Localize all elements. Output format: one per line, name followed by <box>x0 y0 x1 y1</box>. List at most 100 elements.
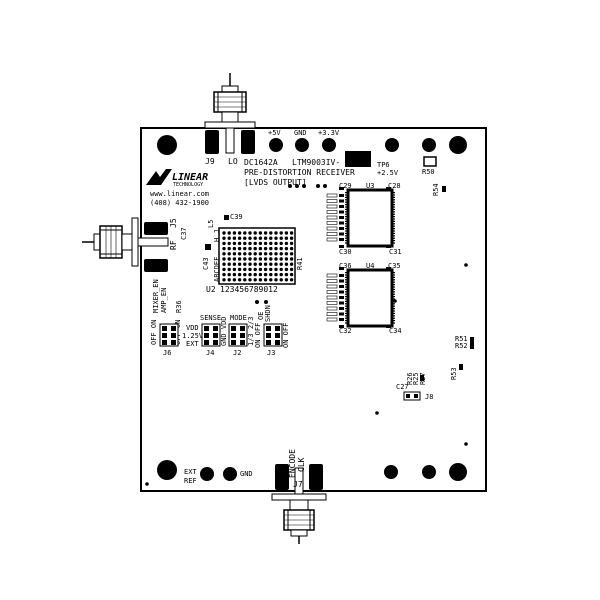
bga-ball <box>263 252 268 256</box>
r26-label: R26 <box>406 372 414 385</box>
bga-ball <box>227 236 231 240</box>
j3-jumper[interactable] <box>263 323 283 347</box>
chip-pin <box>345 240 348 242</box>
encode-clk-sma-connector[interactable] <box>271 464 327 544</box>
bga-ball <box>237 262 242 266</box>
turret-ext-ref[interactable] <box>200 467 214 481</box>
bga-ball <box>289 252 294 256</box>
resistor-pad <box>339 296 344 299</box>
resistor-pad <box>326 290 338 294</box>
bga-ball <box>289 267 294 272</box>
bga-ball <box>237 272 242 277</box>
bga-ball <box>243 278 247 282</box>
ext-jumper-label: EXT <box>186 340 199 348</box>
chip-pin <box>392 308 395 310</box>
bga-ball <box>284 231 289 235</box>
bga-ball <box>227 262 231 266</box>
chip-pin <box>392 228 395 230</box>
resistor-pad <box>326 226 338 231</box>
chip-pin <box>345 201 348 203</box>
bga-ball <box>227 272 231 277</box>
c30-label: C30 <box>339 248 352 256</box>
chip-pin <box>392 196 395 198</box>
chip-pin <box>345 194 348 196</box>
turret-3v3[interactable] <box>322 138 336 152</box>
bga-ball <box>274 278 278 282</box>
lo-sma-connector[interactable] <box>204 73 256 154</box>
chip-pin <box>392 274 395 276</box>
j6-jumper[interactable] <box>159 323 179 347</box>
tp6-pad[interactable] <box>345 151 371 167</box>
turret-top-right-a[interactable] <box>385 138 399 152</box>
bga-ball <box>243 246 247 251</box>
bga-ball <box>289 231 294 235</box>
resistor-pad <box>339 318 344 321</box>
u2-label: U2 <box>206 285 216 294</box>
bga-ball <box>263 267 268 272</box>
bga-ball <box>248 231 252 235</box>
j8-header[interactable] <box>403 391 421 401</box>
bga-ball <box>237 257 242 261</box>
amp-en-label: AMP_EN <box>160 288 168 313</box>
bga-ball <box>222 246 226 251</box>
resistor-pad <box>326 237 338 242</box>
bga-ball <box>232 278 237 282</box>
chip-pin <box>345 281 348 283</box>
resistor-pad <box>326 215 338 220</box>
chip-pin <box>345 235 348 237</box>
bga-ball <box>274 262 278 266</box>
chip-pin <box>345 208 348 210</box>
bga-ball <box>253 257 257 261</box>
chip-pin <box>392 211 395 213</box>
turret-top-right-b[interactable] <box>422 138 436 152</box>
chip-pin <box>345 225 348 227</box>
bga-ball <box>248 246 252 251</box>
turret-5v[interactable] <box>269 138 283 152</box>
chip-pin <box>345 279 348 281</box>
j7-label: J7 <box>293 480 303 489</box>
resistor-pad <box>339 238 344 241</box>
bga-ball <box>232 272 237 277</box>
bga-ball <box>253 231 257 235</box>
grid-hj-label: H J <box>213 229 221 242</box>
bga-ball <box>222 236 226 240</box>
j4-jumper[interactable] <box>201 323 221 347</box>
r54-label: R54 <box>432 183 440 196</box>
mounting-hole-top-right <box>449 136 467 154</box>
j4-label: J4 <box>206 349 214 357</box>
bga-ball <box>274 241 278 246</box>
bga-ball <box>248 241 252 246</box>
c35-label: C35 <box>388 262 401 270</box>
turret-gnd-bottom[interactable] <box>223 467 237 481</box>
turret-bottom-right-b[interactable] <box>422 465 436 479</box>
resistor-pad <box>326 232 338 236</box>
vias-top <box>255 184 327 304</box>
resistor-pad <box>326 273 338 278</box>
phone-label: (408) 432-1900 <box>150 199 209 207</box>
turret-bottom-right-a[interactable] <box>384 465 398 479</box>
chip-pin <box>345 284 348 286</box>
bga-ball <box>269 241 273 246</box>
chip-pin <box>392 315 395 317</box>
resistor-pad <box>326 279 338 283</box>
bga-ball <box>258 278 263 282</box>
chip-pin <box>392 199 395 201</box>
turret-gnd-top[interactable] <box>295 138 309 152</box>
bga-ball <box>227 241 231 246</box>
chip-pin <box>345 303 348 305</box>
bga-ball <box>243 257 247 261</box>
j2-jumper[interactable] <box>228 323 248 347</box>
p33v-label: +3.3V <box>318 129 340 137</box>
c29-label: C29 <box>339 182 352 190</box>
gnd-bottom-label: GND <box>240 470 253 478</box>
bga-ball <box>269 262 273 266</box>
bga-ball <box>269 257 273 261</box>
bga-ball <box>227 267 231 272</box>
mounting-hole-bottom-right <box>449 463 467 481</box>
resistor-pad <box>326 193 338 198</box>
rf-sma-connector[interactable] <box>82 217 169 272</box>
chip-pin <box>392 237 395 239</box>
c27-label: C27 <box>396 383 409 391</box>
mounting-hole-bottom-left <box>157 460 177 480</box>
bga-ball <box>263 241 268 246</box>
